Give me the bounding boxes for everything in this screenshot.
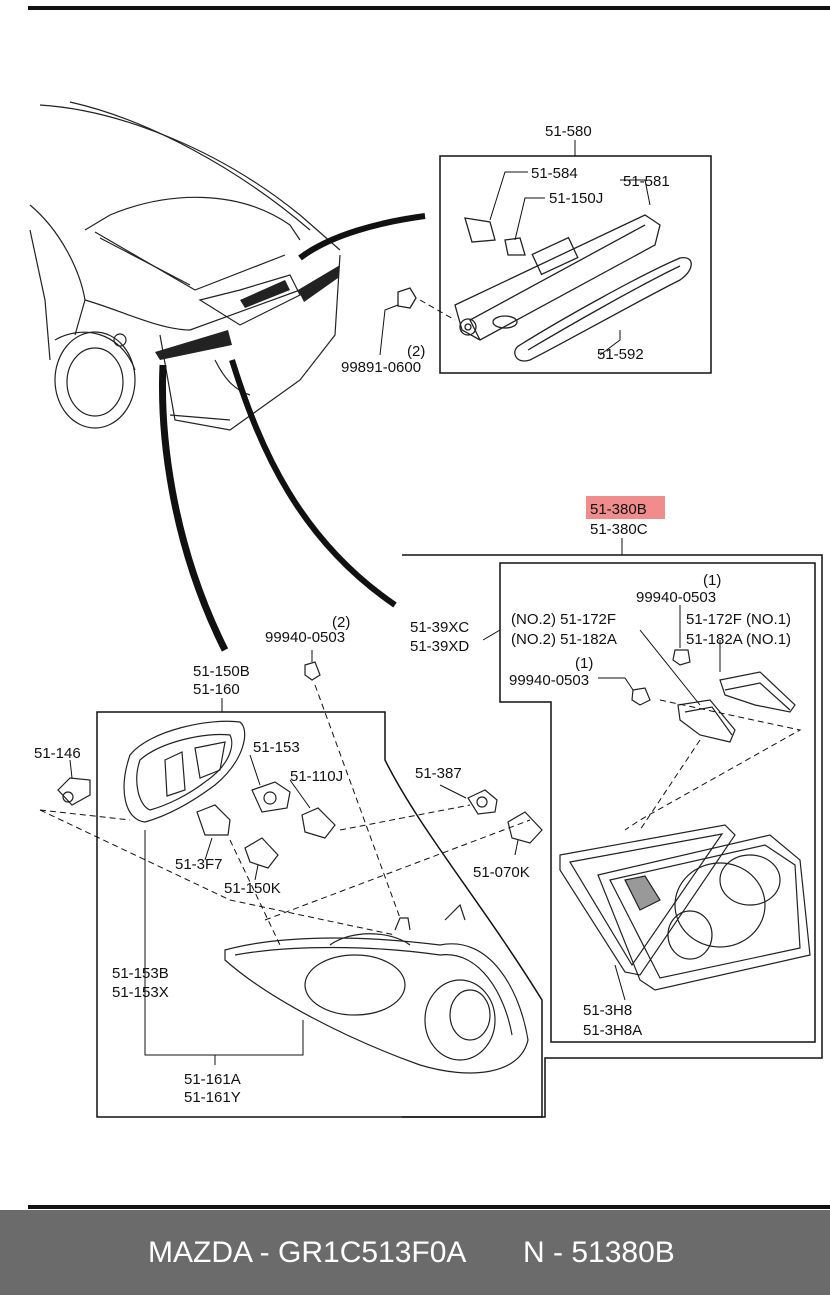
label-51-580: 51-580 [545,123,592,140]
label-51-153X: 51-153X [112,984,169,1001]
label-99940a: 99940-0503 [636,589,716,606]
label-51-153: 51-153 [253,739,300,756]
label-51-387: 51-387 [415,765,462,782]
label-51-584: 51-584 [531,165,578,182]
car-tail-lamp-right [298,265,340,302]
car-garnish-lamp [240,280,290,308]
label-99940c-qty: (2) [332,614,350,631]
high-mount-leaders [379,171,651,356]
high-mount-lamp [397,214,692,362]
label-51-581: 51-581 [623,173,670,190]
rear-lamp-parts [57,661,529,1074]
leader-curve-high-mount [298,213,426,261]
bottom-rule [28,1205,830,1209]
car-illustration [29,101,341,431]
label-51-3F7: 51-3F7 [175,856,223,873]
label-51-146: 51-146 [34,745,81,762]
leader-curve-garnish [229,359,397,608]
top-rule [28,6,830,10]
footer-bar: MAZDA - GR1C513F0A N - 51380B [0,1210,830,1295]
label-51-172F-no1: 51-172F (NO.1) [686,611,791,628]
label-99940c: 99940-0503 [265,629,345,646]
label-99940a-qty: (1) [703,572,721,589]
box-51-150B [96,711,543,1118]
label-51-182A-no1: 51-182A (NO.1) [686,631,791,648]
label-51-3H8A: 51-3H8A [583,1022,642,1039]
garnish-parts [467,649,811,991]
box-51-580 [439,155,712,374]
label-51-380B: 51-380B [590,501,647,518]
label-51-39XD: 51-39XD [410,638,469,655]
footer-part-number: MAZDA - GR1C513F0A [148,1235,467,1269]
leader-curve-left-lamp [159,364,229,652]
label-51-161Y: 51-161Y [184,1089,241,1106]
label-99940b-qty: (1) [575,655,593,672]
label-51-150J: 51-150J [549,190,603,207]
car-tail-lamp-left [155,330,232,360]
label-99891-0600: 99891-0600 [341,359,421,376]
label-51-182A-no2: (NO.2) 51-182A [511,631,617,648]
label-51-110J: 51-110J [290,768,343,785]
label-99891-qty: (2) [407,343,425,360]
label-51-39XC: 51-39XC [410,619,469,636]
label-51-160: 51-160 [193,681,240,698]
label-51-150K: 51-150K [224,880,281,897]
label-51-153B: 51-153B [112,965,169,982]
label-51-161A: 51-161A [184,1071,241,1088]
label-51-380C: 51-380C [590,521,648,538]
box-51-39XC [499,562,816,1043]
label-51-3H8: 51-3H8 [583,1002,632,1019]
label-51-172F-no2: (NO.2) 51-172F [511,611,616,628]
footer-reference: N - 51380B [523,1235,675,1269]
label-51-592: 51-592 [597,346,644,363]
garnish-leaders [439,605,802,1001]
label-51-150B: 51-150B [193,663,250,680]
label-99940b: 99940-0503 [509,672,589,689]
highlight-51-380B [586,496,665,519]
rear-lamp-leaders [39,650,531,1065]
label-51-070K: 51-070K [473,864,530,881]
